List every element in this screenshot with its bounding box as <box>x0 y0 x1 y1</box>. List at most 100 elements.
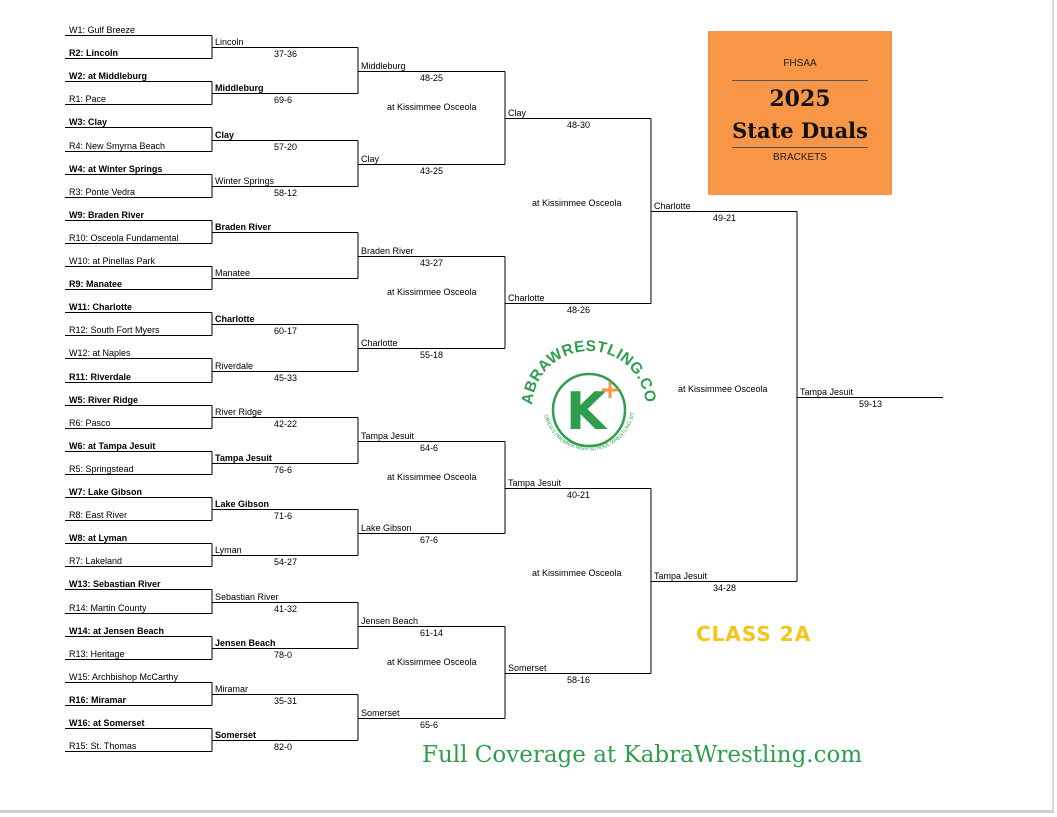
champion-winner: Tampa Jesuit <box>800 386 854 397</box>
round1-score: 54-27 <box>274 556 298 567</box>
round2-score: 48-25 <box>420 72 444 83</box>
header-title: State Duals <box>732 118 868 143</box>
round4-venue: at Kissimmee Osceola <box>532 197 622 208</box>
seed-label: W11: Charlotte <box>69 301 133 312</box>
seed-label: R2: Lincoln <box>69 47 118 58</box>
round1-winner: Lyman <box>215 544 242 555</box>
round1-winner: Lincoln <box>215 36 244 47</box>
round1-score: 71-6 <box>274 510 293 521</box>
seed-label: W16: at Somerset <box>69 717 145 728</box>
round1-winner: Charlotte <box>215 313 255 324</box>
round1-winner: Riverdale <box>215 360 254 371</box>
seed-label: W1: Gulf Breeze <box>69 24 136 35</box>
round3-venue: at Kissimmee Osceola <box>387 101 477 112</box>
round2-winner: Braden River <box>361 245 414 256</box>
seed-label: R1: Pace <box>69 93 107 104</box>
round3-winner: Clay <box>508 107 527 118</box>
class-label: CLASS 2A <box>696 622 812 646</box>
round2-winner: Lake Gibson <box>361 522 412 533</box>
round2-score: 64-6 <box>420 442 439 453</box>
seed-label: R14: Martin County <box>69 602 147 613</box>
round3-venue: at Kissimmee Osceola <box>387 656 477 667</box>
header-box: FHSAA 2025 State Duals BRACKETS <box>708 31 892 195</box>
seed-label: W15: Archbishop McCarthy <box>69 671 179 682</box>
seed-label: W4: at Winter Springs <box>69 163 163 174</box>
round4-winner: Tampa Jesuit <box>654 570 708 581</box>
round3-winner: Somerset <box>508 662 547 673</box>
round1-winner: Sebastian River <box>215 591 279 602</box>
round1-winner: Winter Springs <box>215 175 275 186</box>
seed-label: R5: Springstead <box>69 463 134 474</box>
round3-venue: at Kissimmee Osceola <box>387 471 477 482</box>
seed-label: W6: at Tampa Jesuit <box>69 440 156 451</box>
seed-label: R11: Riverdale <box>69 371 132 382</box>
seed-label: W13: Sebastian River <box>69 578 161 589</box>
header-divider <box>732 80 868 81</box>
header-year: 2025 <box>769 86 831 112</box>
round2-score: 55-18 <box>420 349 444 360</box>
round1-score: 57-20 <box>274 141 298 152</box>
round1-score: 76-6 <box>274 464 293 475</box>
round2-winner: Clay <box>361 153 380 164</box>
round2-winner: Jensen Beach <box>361 615 419 626</box>
round2-score: 43-25 <box>420 165 444 176</box>
seed-label: R12: South Fort Myers <box>69 324 160 335</box>
round1-winner: Jensen Beach <box>215 637 276 648</box>
seed-label: W2: at Middleburg <box>69 70 147 81</box>
round2-score: 61-14 <box>420 627 444 638</box>
champion-score: 59-13 <box>859 398 883 409</box>
round3-score: 40-21 <box>567 489 591 500</box>
seed-label: R6: Pasco <box>69 417 111 428</box>
round4-winner: Charlotte <box>654 200 691 211</box>
seed-label: R9: Manatee <box>69 278 123 289</box>
round2-winner: Charlotte <box>361 337 398 348</box>
seed-label: R15: St. Thomas <box>69 740 137 751</box>
round1-winner: Manatee <box>215 267 251 278</box>
round1-score: 69-6 <box>274 94 293 105</box>
round1-winner: Clay <box>215 129 235 140</box>
header-divider <box>732 147 868 148</box>
round1-score: 60-17 <box>274 325 298 336</box>
final-venue: at Kissimmee Osceola <box>678 383 768 394</box>
round3-score: 48-30 <box>567 119 591 130</box>
seed-label: R4: New Smyrna Beach <box>69 140 166 151</box>
round3-venue: at Kissimmee Osceola <box>387 286 477 297</box>
seed-label: R13: Heritage <box>69 648 125 659</box>
seed-label: W14: at Jensen Beach <box>69 625 165 636</box>
coverage-link[interactable]: Full Coverage at KabraWrestling.com <box>422 742 863 768</box>
round1-winner: Tampa Jesuit <box>215 452 272 463</box>
logo-letter: K <box>566 382 608 442</box>
round1-score: 37-36 <box>274 48 298 59</box>
round1-score: 82-0 <box>274 741 293 752</box>
round4-score: 49-21 <box>713 212 737 223</box>
round1-winner: Somerset <box>215 729 257 740</box>
header-org: FHSAA <box>783 58 817 69</box>
seed-label: W7: Lake Gibson <box>69 486 143 497</box>
round1-score: 58-12 <box>274 187 298 198</box>
seed-label: W8: at Lyman <box>69 532 128 543</box>
round1-winner: Middleburg <box>215 82 264 93</box>
seed-label: R8: East River <box>69 509 128 520</box>
round2-winner: Somerset <box>361 707 400 718</box>
round3-winner: Tampa Jesuit <box>508 477 562 488</box>
seed-label: R7: Lakeland <box>69 555 123 566</box>
round3-score: 48-26 <box>567 304 591 315</box>
round1-winner: River Ridge <box>215 406 263 417</box>
round2-winner: Middleburg <box>361 60 406 71</box>
seed-label: R16: Miramar <box>69 694 127 705</box>
round1-winner: Miramar <box>215 683 248 694</box>
header-subtitle: BRACKETS <box>773 152 827 163</box>
round1-score: 78-0 <box>274 649 293 660</box>
seed-label: W3: Clay <box>69 116 108 127</box>
round1-score: 35-31 <box>274 695 298 706</box>
kabrawrestling-logo: KABRAWRESTLING.COM K + FLORIDA'S PREMIER… <box>514 330 658 453</box>
round1-score: 41-32 <box>274 603 298 614</box>
round3-score: 58-16 <box>567 674 591 685</box>
seed-label: R3: Ponte Vedra <box>69 186 136 197</box>
seed-label: R10: Osceola Fundamental <box>69 232 179 243</box>
round2-score: 43-27 <box>420 257 444 268</box>
round1-score: 45-33 <box>274 372 298 383</box>
